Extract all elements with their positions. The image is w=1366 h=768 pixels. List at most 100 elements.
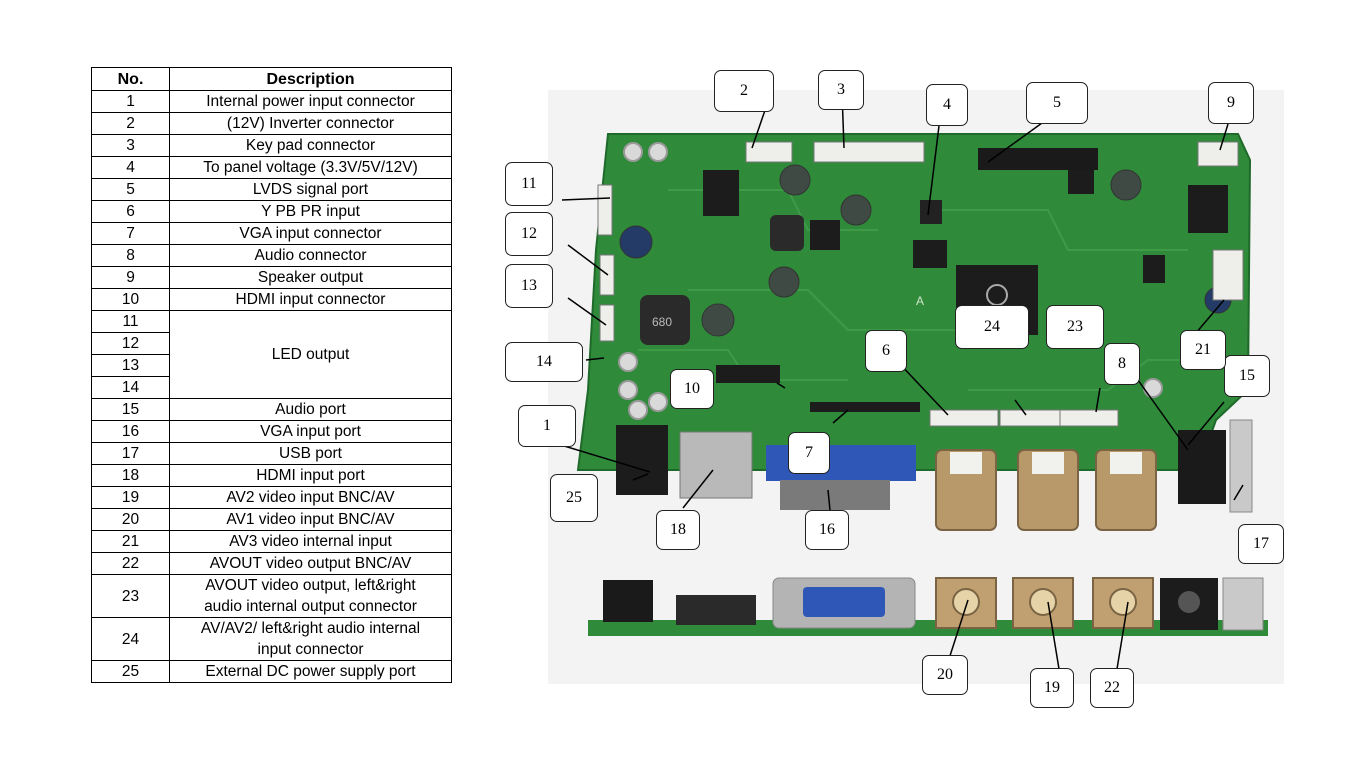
row-number: 23 [91,574,170,618]
table-header-row: No. Description [91,67,452,91]
header-description: Description [169,67,452,91]
callout-21: 21 [1180,330,1226,370]
row-number: 2 [91,112,170,135]
row-description: Y PB PR input [169,200,452,223]
speaker-connector [1197,141,1239,167]
row-number: 13 [91,354,170,377]
row-description: Audio connector [169,244,452,267]
row-description: Key pad connector [169,134,452,157]
panel-voltage-jumper [920,200,942,224]
row-number: 22 [91,552,170,575]
callout-19: 19 [1030,668,1074,708]
callout-7: 7 [788,432,830,474]
callout-4: 4 [926,84,968,126]
callout-16: 16 [805,510,849,550]
callout-9: 9 [1208,82,1254,124]
row-description-line-2: audio internal output connector [204,598,417,615]
row-description: AVOUT video output BNC/AV [169,552,452,575]
row-number: 15 [91,398,170,421]
row-number: 6 [91,200,170,223]
row-description-line-1: AVOUT video output, left&right [205,577,416,594]
row-number: 17 [91,442,170,465]
callout-22: 22 [1090,668,1134,708]
row-number: 19 [91,486,170,509]
callout-2: 2 [714,70,774,112]
row-description: VGA input connector [169,222,452,245]
row-number: 18 [91,464,170,487]
ypbpr-connector [929,409,999,427]
row-description: AV2 video input BNC/AV [169,486,452,509]
row-number: 21 [91,530,170,553]
row-number: 24 [91,617,170,661]
usb-port-side [1222,577,1264,631]
avout-audio-output-connector [1059,409,1119,427]
row-number: 1 [91,90,170,113]
row-number: 25 [91,660,170,683]
row-description: (12V) Inverter connector [169,112,452,135]
callout-24: 24 [955,305,1029,349]
audio-jack-top [1178,430,1226,504]
row-number: 4 [91,156,170,179]
row-description: AV1 video input BNC/AV [169,508,452,531]
callout-5: 5 [1026,82,1088,124]
callout-20: 20 [922,655,968,695]
row-description: HDMI input connector [169,288,452,311]
row-number: 8 [91,244,170,267]
board-photo: A 680 [548,90,1284,684]
row-number: 5 [91,178,170,201]
silkscreen-a: A [916,294,924,308]
callout-10: 10 [670,369,714,409]
callout-12: 12 [505,212,553,256]
av-audio-input-connector [999,409,1061,427]
callout-17: 17 [1238,524,1284,564]
table-row: 2(12V) Inverter connector [91,112,452,135]
row-number: 7 [91,222,170,245]
row-number: 11 [91,310,170,333]
row-description: External DC power supply port [169,660,452,683]
row-description-line-1: AV/AV2/ left&right audio internal [200,620,421,637]
row-description: Audio port [169,398,452,421]
row-description-line-2: input connector [257,641,364,658]
row-number: 10 [91,288,170,311]
row-number: 20 [91,508,170,531]
callout-13: 13 [505,264,553,308]
row-description: To panel voltage (3.3V/5V/12V) [169,156,452,179]
row-number: 3 [91,134,170,157]
capacitors [619,164,1232,337]
callout-8: 8 [1104,343,1140,385]
row-number: 9 [91,266,170,289]
callout-1: 1 [518,405,576,447]
vga-input-header [810,402,920,412]
callout-15: 15 [1224,355,1270,397]
callout-18: 18 [656,510,700,550]
callout-11: 11 [505,162,553,206]
row-number: 16 [91,420,170,443]
callout-6: 6 [865,330,907,372]
row-number: 12 [91,332,170,355]
keypad-connector [813,141,925,163]
usb-port-top [1229,419,1253,513]
callout-25: 25 [550,474,598,522]
board-illustration: A 680 [550,90,1268,676]
row-description: USB port [169,442,452,465]
callout-leaders [550,90,1244,676]
row-description: Speaker output [169,266,452,289]
